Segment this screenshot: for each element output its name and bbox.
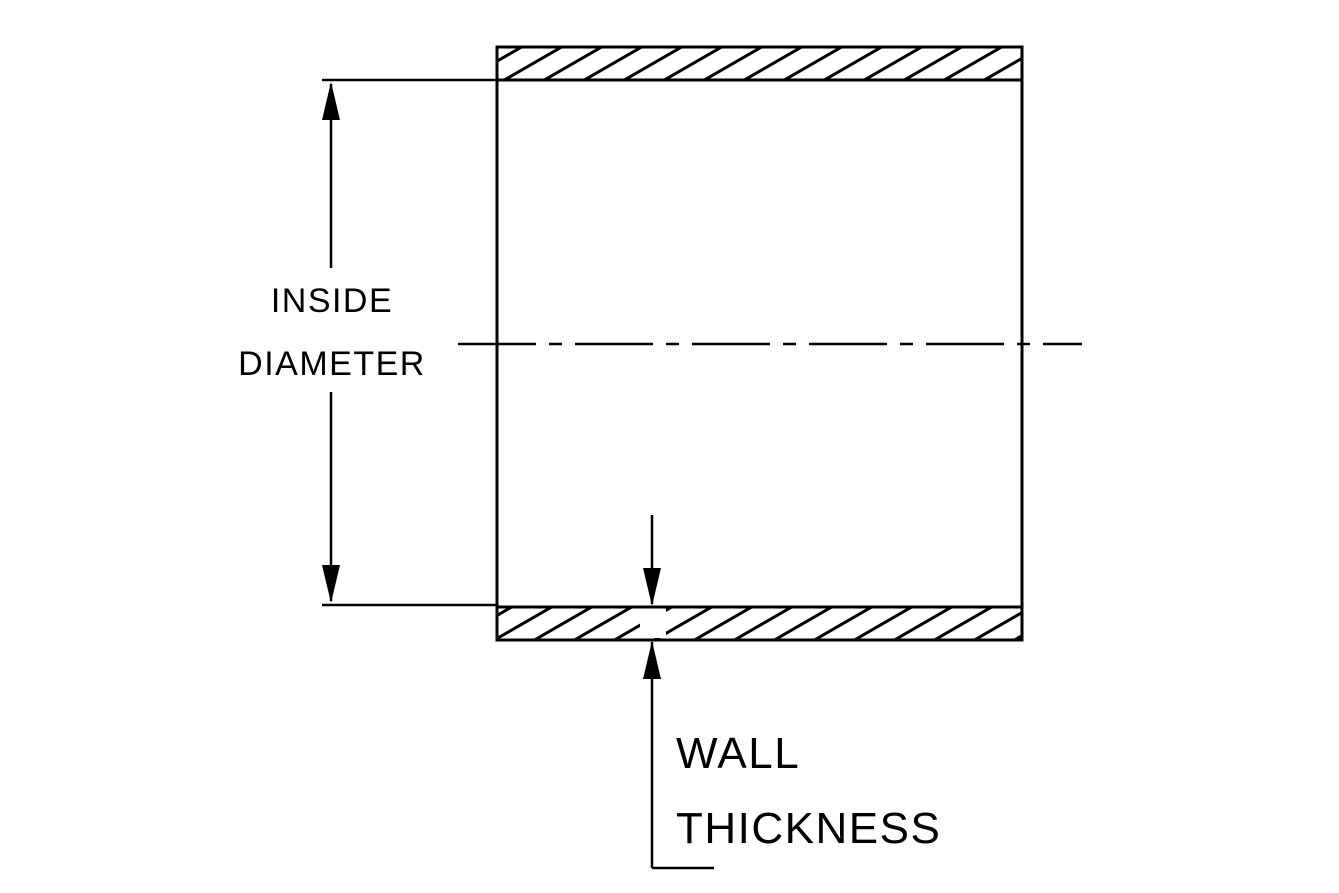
arrow-up-icon — [322, 82, 340, 120]
wall-thickness-callout: WALL THICKNESS — [643, 515, 941, 870]
inside-diameter-dimension: INSIDE DIAMETER — [238, 78, 497, 607]
bottom-wall-hatch — [495, 605, 1024, 642]
wall-thickness-label-line2: THICKNESS — [676, 804, 941, 853]
inside-diameter-label-line1: INSIDE — [271, 282, 393, 320]
inside-diameter-label-line2: DIAMETER — [238, 345, 426, 383]
hatch-gap — [640, 609, 666, 638]
top-wall-hatch — [495, 45, 1024, 82]
arrow-down-icon — [643, 568, 661, 606]
arrow-up-icon — [643, 641, 661, 679]
wall-thickness-label-line1: WALL — [676, 729, 800, 778]
arrow-down-icon — [322, 565, 340, 603]
